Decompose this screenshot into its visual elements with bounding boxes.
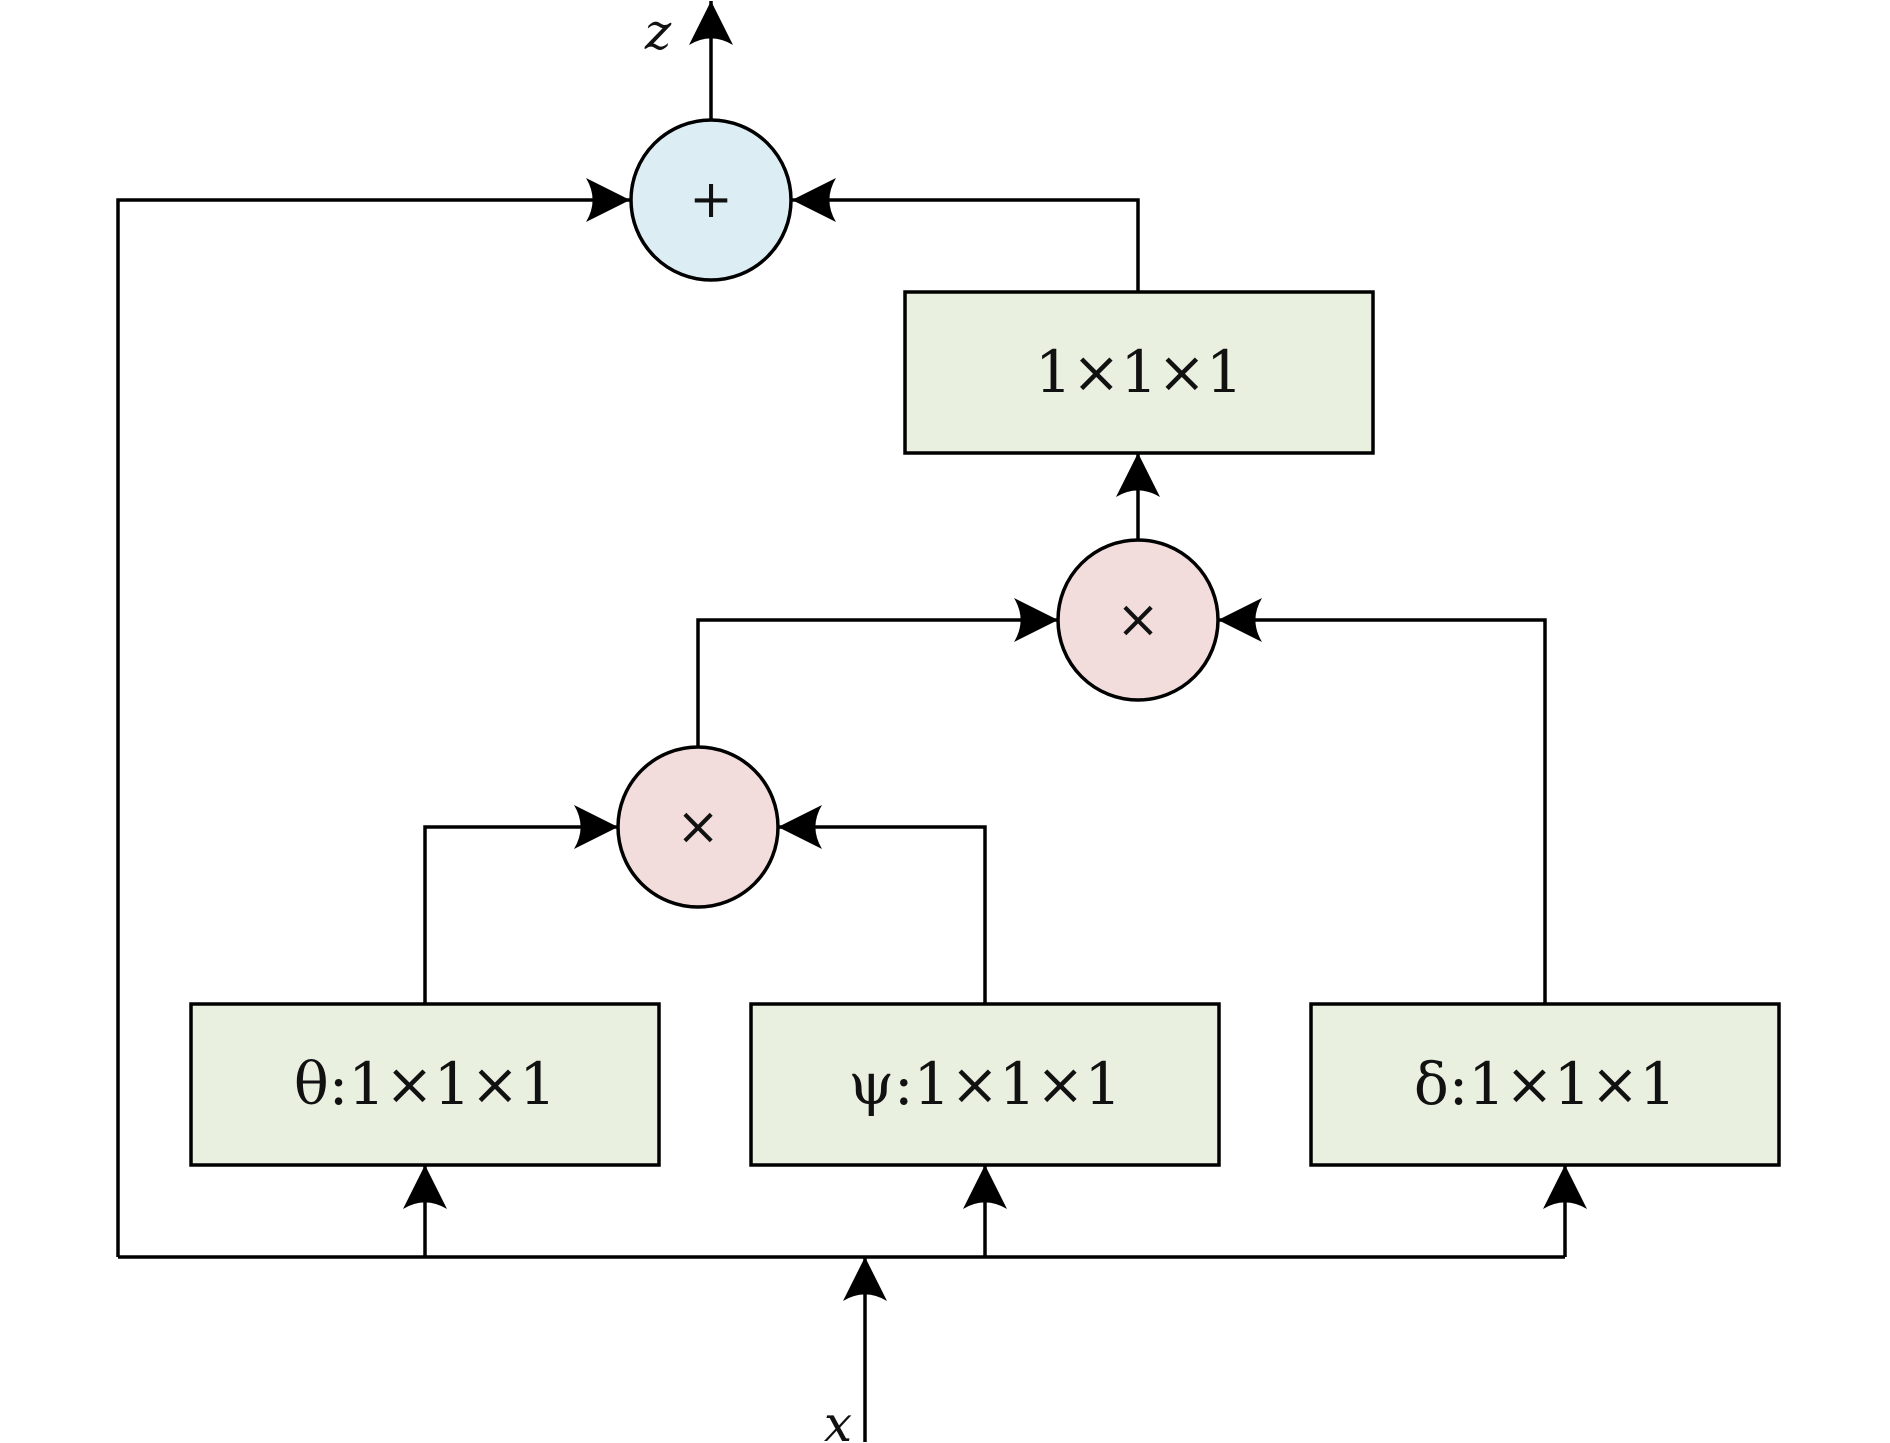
sum-operator-label: + [689,170,733,230]
output-conv-label: 1×1×1 [1035,338,1243,406]
upper-product-node [1056,538,1220,702]
residual-skip-wire [116,178,630,1257]
product-to-product-wire [696,598,1058,747]
sum-node [629,118,793,282]
theta-conv-label: θ:1×1×1 [294,1050,556,1118]
lower-product-operator-label: × [676,797,720,857]
conv-to-sum-wire [792,178,1140,292]
psi-conv-label: ψ:1×1×1 [849,1050,1122,1118]
delta-conv-label: δ:1×1×1 [1414,1050,1676,1118]
lower-product-node [616,745,780,909]
output-conv-box [903,290,1375,455]
delta-to-product-wire [1218,598,1547,1004]
psi-conv-box [749,1002,1221,1167]
output-variable-label: z [644,3,672,61]
theta-to-product-wire [423,805,618,1004]
delta-conv-box [1309,1002,1781,1167]
input-variable-label: x [824,1395,852,1443]
theta-conv-box [189,1002,661,1167]
psi-to-product-wire [778,805,987,1004]
upper-product-operator-label: × [1116,590,1160,650]
